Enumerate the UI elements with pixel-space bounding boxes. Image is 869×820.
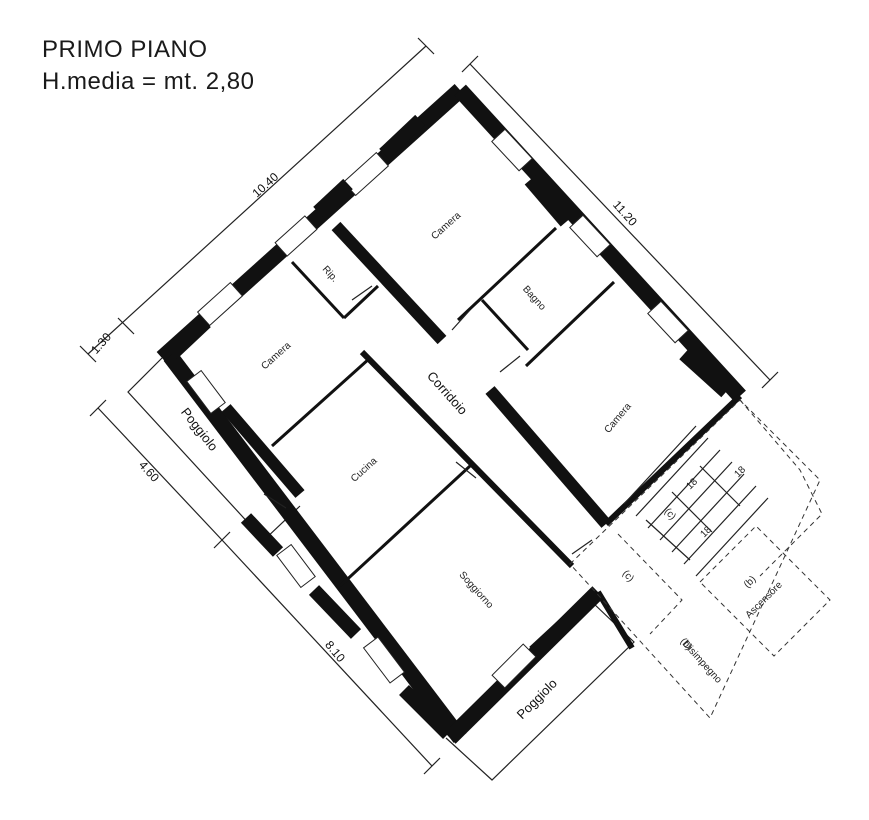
- balcony-label-bottom: Poggiolo: [514, 676, 560, 722]
- balcony-left: [127, 357, 301, 541]
- room-label-corridoio: Corridoio: [424, 368, 470, 417]
- interior-walls: [167, 114, 731, 739]
- room-label-soggiorno: Soggiorno: [457, 570, 496, 612]
- room-label-camera-top: Camera: [429, 210, 463, 242]
- room-label-cucina: Cucina: [349, 455, 380, 484]
- stair-label-b-ascensore: (b): [742, 574, 758, 590]
- exterior-walls: [156, 84, 746, 744]
- room-label-camera-right: Camera: [602, 401, 634, 436]
- stair-landing: [569, 399, 831, 719]
- average-height: H.media = mt. 2,80: [42, 68, 255, 95]
- floor-title: PRIMO PIANO: [42, 36, 208, 63]
- stair-steps-b: 18: [732, 464, 748, 480]
- room-label-camera-left: Camera: [259, 340, 293, 372]
- room-label-rip: Rip.: [320, 264, 340, 285]
- dimension-right: 11.20: [610, 198, 640, 229]
- stair-label-c-lower: (c): [620, 568, 636, 584]
- stair-label-disimpegno: Disimpegno: [680, 639, 724, 686]
- room-label-bagno: Bagno: [520, 284, 548, 313]
- dimension-top: 10.40: [249, 170, 281, 201]
- stair-steps-a: 18: [684, 476, 700, 492]
- stair-steps-c: 18: [698, 524, 714, 540]
- dimension-lines: [79, 37, 779, 775]
- windows: [186, 128, 689, 689]
- stair-label-c-upper: (c): [662, 506, 678, 522]
- dimension-left: 4.60: [136, 458, 162, 485]
- doors: [263, 285, 593, 555]
- dimension-labels: 10.40 11.20 1.30 4.60 8.10: [88, 170, 640, 666]
- plan-title-block: PRIMO PIANO H.media = mt. 2,80: [42, 34, 254, 98]
- dimension-bottom-left: 8.10: [322, 638, 348, 665]
